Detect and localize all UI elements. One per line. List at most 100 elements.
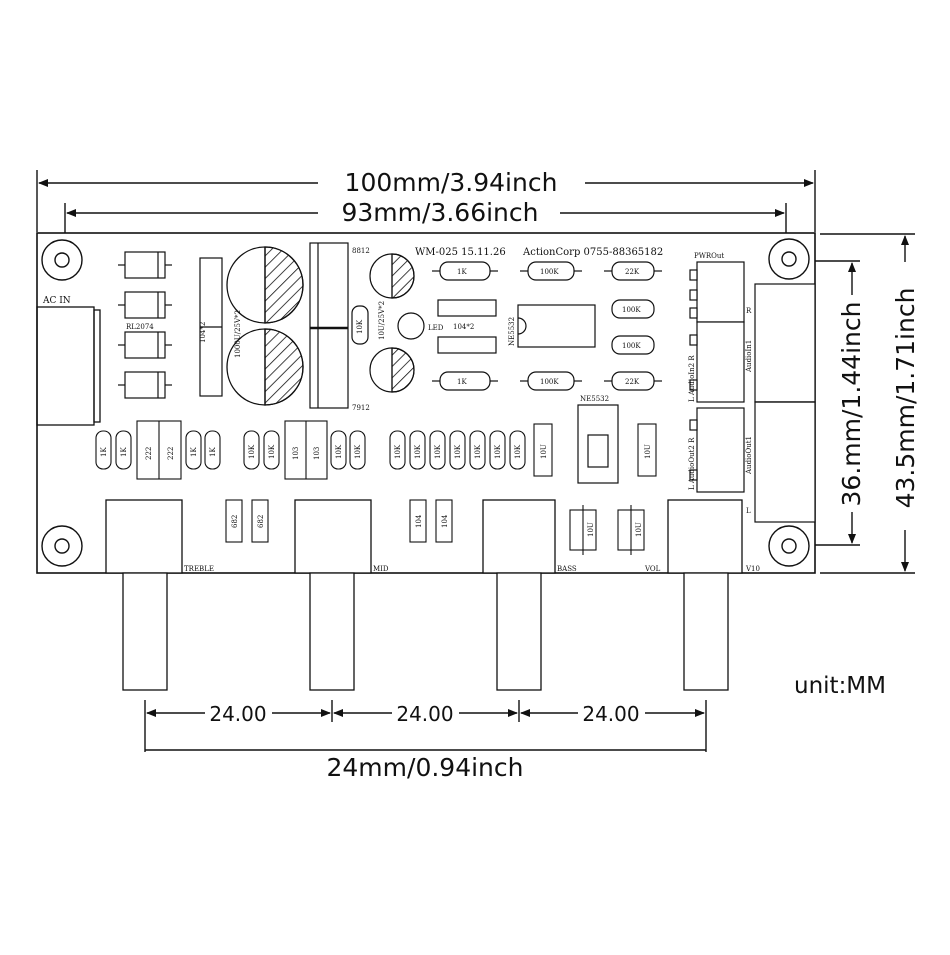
- chip-label-2: NE5532: [580, 395, 609, 403]
- overall-width-label: 100mm/3.94inch: [345, 168, 558, 197]
- small-label: 10K: [514, 444, 522, 459]
- audio-out-2-label: L AudioOut2 R: [688, 437, 696, 490]
- small-label: 222: [167, 447, 175, 460]
- small-label: 104: [415, 514, 423, 528]
- small-caps-lower-labels: 682 682 104 104 10U 10U: [231, 514, 643, 537]
- r-100k-3-label: 100K: [622, 306, 641, 314]
- small-electrolytics: [369, 253, 415, 393]
- mounting-hole-top-left: [41, 239, 83, 281]
- pot-body-bass: [482, 499, 556, 574]
- ac-input-connector: [36, 306, 101, 426]
- pot-pitch-label-1: 24.00: [209, 702, 266, 726]
- pcb-board: WM-025 15.11.26 ActionCorp 0755-88365182…: [36, 232, 816, 574]
- channel-r-label: R: [746, 307, 752, 315]
- pot-bass-label: BASS: [557, 565, 577, 573]
- r-10k-label: 10K: [356, 319, 364, 334]
- small-label: 1K: [209, 447, 217, 457]
- mounting-hole-bottom-right: [768, 525, 810, 567]
- voltage-regulators: [309, 242, 349, 409]
- small-label: 10U: [540, 444, 548, 459]
- small-label: 682: [257, 515, 265, 528]
- small-label: 10K: [494, 444, 502, 459]
- resistors-100k: [520, 261, 662, 391]
- small-label: 222: [145, 447, 153, 460]
- pot-vol-label: VOL: [644, 565, 661, 573]
- reg-bottom-label: 7912: [352, 404, 370, 412]
- small-label: 10K: [414, 444, 422, 459]
- resistor-10k-vertical: [351, 305, 369, 345]
- small-caps-lower: [225, 499, 645, 555]
- pot-pitch-label-2: 24.00: [396, 702, 453, 726]
- ic-ne5532-bottom: [577, 404, 619, 484]
- film-capacitors-left: [199, 257, 223, 397]
- cap-104-mid-label: 104*2: [453, 323, 474, 331]
- small-label: 10K: [248, 444, 256, 459]
- r-1k-top-label: 1K: [457, 268, 467, 276]
- small-label: 10U: [644, 444, 652, 459]
- dimension-labels: 100mm/3.94inch 93mm/3.66inch 36.mm/1.44i…: [209, 168, 920, 782]
- overall-height-label: 43.5mm/1.71inch: [891, 288, 920, 509]
- mounting-hole-bottom-left: [41, 525, 83, 567]
- mounting-hole-top-right: [768, 238, 810, 280]
- pot-shaft-treble: [122, 572, 168, 691]
- board-header: WM-025 15.11.26: [415, 247, 506, 258]
- small-label: 1K: [100, 447, 108, 457]
- small-label: 10K: [394, 444, 402, 459]
- channel-l-label: L: [746, 507, 751, 515]
- ic-ne5532-top: [517, 304, 596, 348]
- small-label: 103: [292, 447, 300, 460]
- cap-big-label: 1000U/25V*2: [234, 310, 242, 358]
- pot-body-vol: [667, 499, 743, 574]
- r-100k-1-label: 100K: [540, 268, 559, 276]
- pot-pitch-label-3: 24.00: [582, 702, 639, 726]
- led-label: LED: [428, 324, 444, 332]
- small-label: 10K: [454, 444, 462, 459]
- small-label: 682: [231, 515, 239, 528]
- potentiometer-shafts: [122, 572, 729, 691]
- electrolytic-capacitors: [226, 246, 304, 406]
- ac-in-label: AC IN: [42, 296, 71, 306]
- audio-in-1-label: AudioIn1: [745, 340, 753, 373]
- small-label: 1K: [190, 447, 198, 457]
- audio-out-1-label: AudioOut1: [745, 436, 753, 475]
- pot-pitch-caption: 24mm/0.94inch: [327, 753, 524, 782]
- rectifier-diodes: [118, 251, 172, 399]
- small-resistor-row-labels: 1K 1K 222 222 1K 1K 10K 10K 103 103 10K …: [100, 444, 652, 460]
- audio-in-2-label: L AudioIn2 R: [688, 355, 696, 402]
- dimension-lines: [36, 170, 915, 752]
- small-label: 10K: [335, 444, 343, 459]
- potentiometer-bodies: [105, 499, 743, 574]
- small-label: 10K: [434, 444, 442, 459]
- pot-mid-label: MID: [373, 565, 389, 573]
- rectifier-label: RL2074: [126, 323, 154, 331]
- pot-v10-label: V10: [745, 565, 760, 573]
- r-100k-2-label: 100K: [540, 378, 559, 386]
- cap-10u-label: 10U/25V*2: [378, 301, 386, 340]
- r-100k-4-label: 100K: [622, 342, 641, 350]
- middle-passives: [432, 261, 498, 391]
- r-22k-top-label: 22K: [625, 268, 640, 276]
- small-label: 10U: [635, 522, 643, 537]
- small-label: 10K: [268, 444, 276, 459]
- hole-spacing-height-label: 36.mm/1.44inch: [837, 302, 866, 507]
- mounting-holes: [41, 238, 810, 567]
- small-label: 1K: [120, 447, 128, 457]
- pot-body-mid: [294, 499, 372, 574]
- power-out-connector: [689, 261, 745, 323]
- small-resistor-row: [95, 420, 657, 480]
- led-indicator: [397, 312, 425, 340]
- small-label: 10K: [474, 444, 482, 459]
- small-label: 10U: [587, 522, 595, 537]
- pot-shaft-mid: [309, 572, 355, 691]
- pot-shaft-vol: [683, 572, 729, 691]
- small-label: 10K: [354, 444, 362, 459]
- pwr-label: PWROut: [694, 252, 724, 260]
- small-label: 103: [313, 447, 321, 460]
- small-label: 104: [441, 514, 449, 528]
- unit-label: unit:MM: [794, 673, 886, 699]
- chip-label-1: NE5532: [508, 317, 516, 346]
- reg-top-label: 8812: [352, 247, 370, 255]
- board-vendor: ActionCorp 0755-88365182: [522, 247, 663, 258]
- pot-body-treble: [105, 499, 183, 574]
